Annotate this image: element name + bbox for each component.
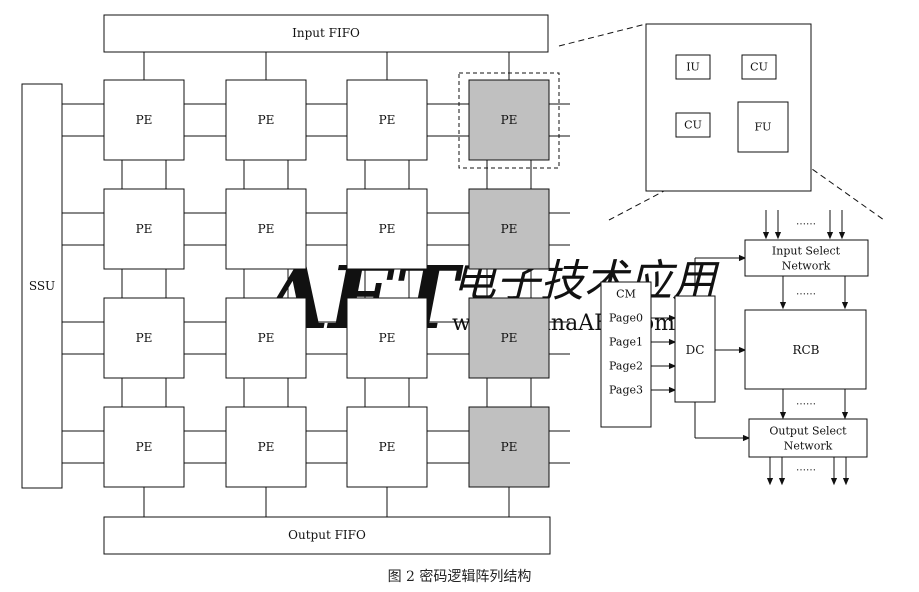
input-select-network-box xyxy=(744,239,869,277)
arrow-head xyxy=(738,254,747,262)
pe-box xyxy=(468,188,550,270)
pe-box xyxy=(346,406,428,488)
pe-box xyxy=(103,79,185,161)
rcb-box xyxy=(744,309,867,390)
pe-label: PE xyxy=(136,331,153,345)
iu-label: IU xyxy=(686,61,700,74)
page-label-0: Page0 xyxy=(609,312,643,325)
arrow-head xyxy=(774,231,782,240)
pe-label: PE xyxy=(379,331,396,345)
fu-box xyxy=(737,101,789,153)
rcb-label: RCB xyxy=(792,343,819,357)
output-select-network-box xyxy=(748,418,868,458)
input-fifo-label: Input FIFO xyxy=(292,26,360,40)
input-select-label-1: Input Select xyxy=(772,245,841,258)
pe-label: PE xyxy=(501,440,518,454)
output-fifo-box xyxy=(103,516,551,555)
output-select-label-1: Output Select xyxy=(769,425,847,438)
pe-box xyxy=(346,297,428,379)
pe-box xyxy=(103,188,185,270)
pe-label: PE xyxy=(379,440,396,454)
arrow-head xyxy=(668,314,677,322)
arrow-head xyxy=(668,362,677,370)
arrow-head xyxy=(766,477,774,486)
pe-zoom-highlight xyxy=(458,72,560,169)
pe-label: PE xyxy=(136,113,153,127)
pe-label: PE xyxy=(258,331,275,345)
pe-label: PE xyxy=(379,113,396,127)
page-label-1: Page1 xyxy=(609,336,643,349)
arrow-head xyxy=(779,301,787,310)
cm-label: CM xyxy=(616,288,636,301)
arrow-head xyxy=(830,477,838,486)
pe-box xyxy=(346,188,428,270)
arrow-head xyxy=(762,231,770,240)
pe-box xyxy=(103,406,185,488)
pe-box xyxy=(468,406,550,488)
pe-label: PE xyxy=(501,113,518,127)
arrow-head xyxy=(842,477,850,486)
pe-label: PE xyxy=(258,113,275,127)
ssu-box xyxy=(21,83,63,489)
page-label-2: Page2 xyxy=(609,360,643,373)
pe-label: PE xyxy=(258,222,275,236)
pe-label: PE xyxy=(501,331,518,345)
pe-label: PE xyxy=(258,440,275,454)
ssu-label: SSU xyxy=(29,279,55,293)
zoom-callout-line xyxy=(558,23,647,47)
page-label-3: Page3 xyxy=(609,384,643,397)
arrow-head xyxy=(779,411,787,420)
output-select-label-2: Network xyxy=(784,440,833,453)
cm-box xyxy=(600,281,652,428)
input-ellipsis: …… xyxy=(796,217,816,228)
iu-box xyxy=(675,54,711,80)
mid-ellipsis-2: …… xyxy=(796,397,816,408)
pe-box xyxy=(225,188,307,270)
input-fifo-box xyxy=(103,14,549,53)
fu-label: FU xyxy=(755,121,772,134)
output-fifo-label: Output FIFO xyxy=(288,528,366,542)
arrow-head xyxy=(668,338,677,346)
dc-label: DC xyxy=(686,343,705,357)
pe-box xyxy=(103,297,185,379)
arrow-head xyxy=(738,346,747,354)
pe-box xyxy=(468,297,550,379)
pe-label: PE xyxy=(501,222,518,236)
figure-caption: 图 2 密码逻辑阵列结构 xyxy=(387,569,532,585)
pe-label: PE xyxy=(136,440,153,454)
arrow-head xyxy=(841,301,849,310)
arrow-head xyxy=(826,231,834,240)
pe-label: PE xyxy=(379,222,396,236)
pe-box xyxy=(346,79,428,161)
cu-label-bottom: CU xyxy=(684,119,702,132)
pe-box xyxy=(225,79,307,161)
mid-ellipsis-1: …… xyxy=(796,287,816,298)
pe-box xyxy=(225,297,307,379)
output-ellipsis: …… xyxy=(796,463,816,474)
arrow-head xyxy=(841,411,849,420)
arrow-head xyxy=(742,434,751,442)
pe-box xyxy=(225,406,307,488)
pe-box xyxy=(468,79,550,161)
cu-label-top: CU xyxy=(750,61,768,74)
dc-box xyxy=(674,295,716,403)
cu-box-bottom xyxy=(675,112,711,138)
arrow-head xyxy=(838,231,846,240)
pe-label: PE xyxy=(136,222,153,236)
arrow-head xyxy=(668,386,677,394)
arrow-head xyxy=(778,477,786,486)
input-select-label-2: Network xyxy=(782,260,831,273)
cu-box-top xyxy=(741,54,777,80)
